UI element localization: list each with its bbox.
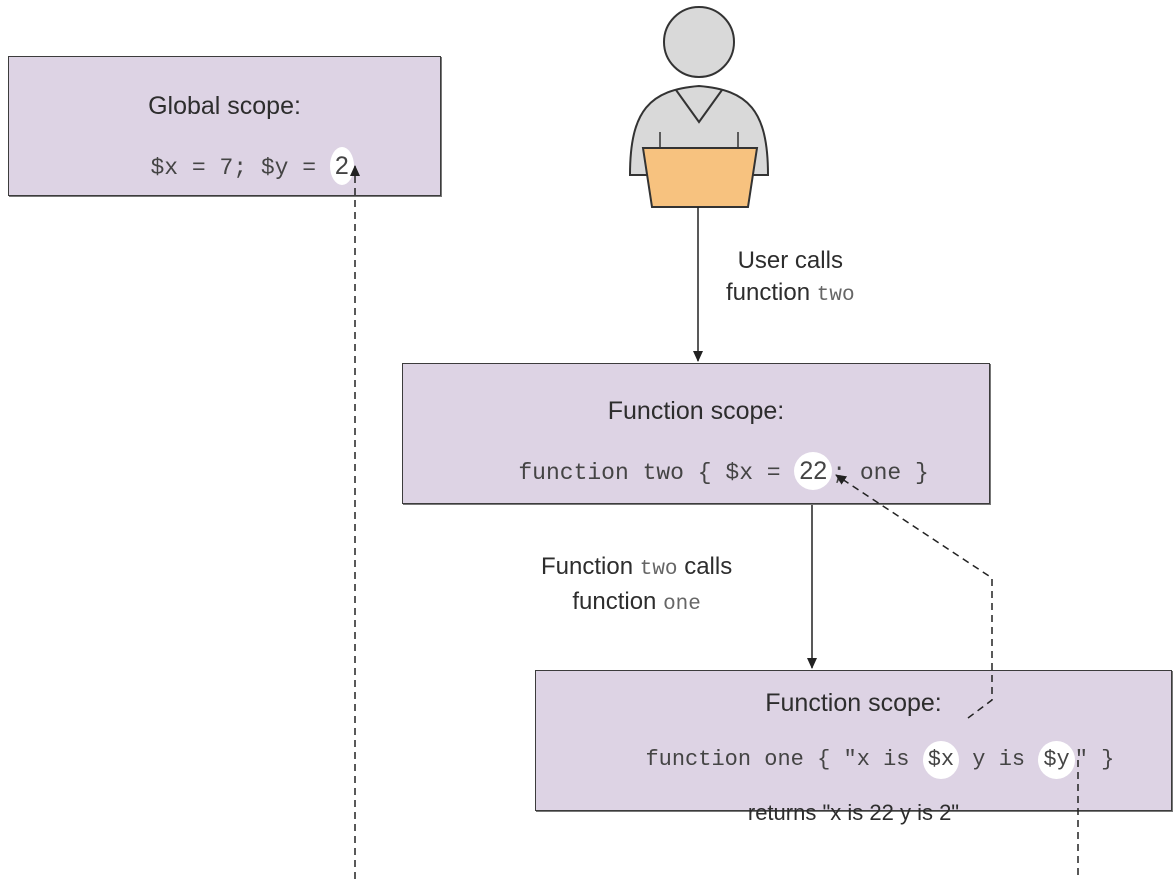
function-one-code-post: " } xyxy=(1074,747,1115,772)
function-two-code: function two { $x = 22; one } xyxy=(403,426,989,516)
function-two-code-post: ; one } xyxy=(832,460,929,486)
two-calls-line1-code: two xyxy=(639,558,678,581)
user-calls-line2-text: function xyxy=(726,279,817,306)
two-calls-line2: function one xyxy=(541,586,732,621)
function-one-y-ref: $y xyxy=(1038,741,1075,779)
two-calls-one-label: Function two calls function one xyxy=(541,551,732,621)
function-two-title: Function scope: xyxy=(607,397,785,425)
function-one-returns: returns "x is 22 y is 2" xyxy=(747,800,960,825)
two-calls-line2-code: one xyxy=(663,593,701,616)
function-one-x-ref: $x xyxy=(922,741,960,779)
function-one-code-mid: y is xyxy=(959,747,1039,772)
user-calls-line2: function two xyxy=(726,277,855,312)
function-one-code-pre: function one { "x is xyxy=(645,747,923,772)
user-calls-line2-code: two xyxy=(816,284,855,307)
two-calls-line1-text: Function xyxy=(541,553,640,580)
user-calls-line1: User calls xyxy=(737,247,843,274)
function-two-x-value: 22 xyxy=(794,452,833,490)
two-calls-line1: Function two calls xyxy=(541,551,732,586)
global-y-value: 2 xyxy=(329,147,354,185)
global-scope-title: Global scope: xyxy=(148,92,301,120)
two-calls-line2-text: function xyxy=(572,588,664,615)
function-one-title: Function scope: xyxy=(765,689,942,717)
function-one-box: Function scope: function one { "x is $x … xyxy=(535,670,1172,825)
laptop-icon xyxy=(641,147,759,208)
user-calls-label: User calls function two xyxy=(726,245,855,312)
global-scope-box: Global scope: $x = 7; $y = 2 xyxy=(8,56,441,196)
function-two-code-pre: function two { $x = xyxy=(518,460,795,486)
dashed-arrow-x-to-two xyxy=(835,474,993,719)
two-calls-line1-text2: calls xyxy=(677,553,733,580)
function-one-code: function one { "x is $x y is $y" } xyxy=(536,716,1171,804)
global-scope-code-text: $x = 7; $y = xyxy=(150,155,330,181)
global-scope-code: $x = 7; $y = 2 xyxy=(9,121,440,211)
function-two-box: Function scope: function two { $x = 22; … xyxy=(402,363,990,504)
